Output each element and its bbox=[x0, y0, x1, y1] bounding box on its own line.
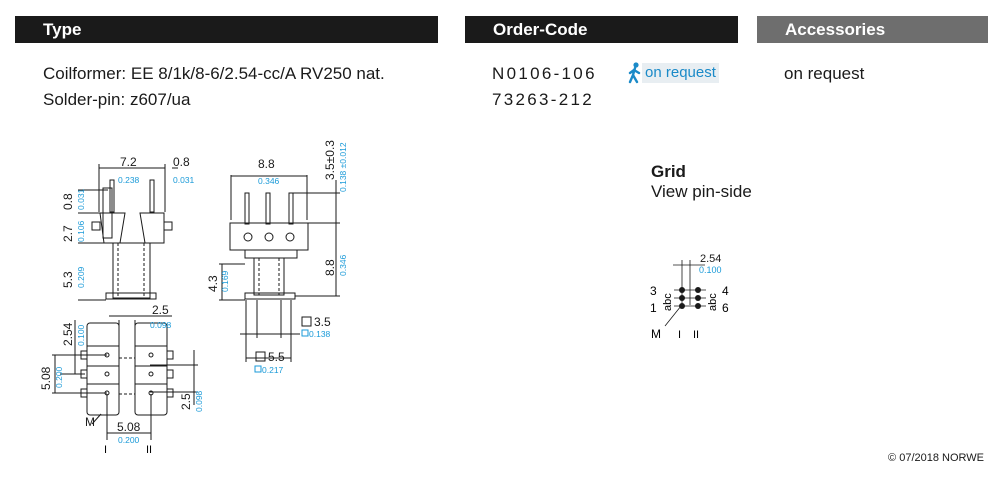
dim-pin-len: 3.5±0.3 bbox=[323, 140, 337, 180]
dim-pin-offset-in: 0.031 bbox=[173, 175, 195, 185]
marker-m: M bbox=[85, 415, 95, 429]
dim-body-in: 0.209 bbox=[76, 266, 86, 288]
dim-pitch: 2.54 bbox=[61, 322, 75, 346]
dim-flange: 2.7 bbox=[61, 225, 75, 242]
pin-grid-diagram: 2.54 0.100 3 1 abc abc 4 6 M I II bbox=[650, 253, 729, 341]
side-view bbox=[219, 175, 340, 362]
availability-badge[interactable]: on request bbox=[628, 62, 719, 84]
dim-side-width: 8.8 bbox=[258, 157, 275, 171]
walking-person-icon bbox=[628, 62, 641, 84]
pin-1-label: 1 bbox=[650, 301, 657, 315]
dim-flange-in: 0.106 bbox=[76, 220, 86, 242]
pin-6-label: 6 bbox=[722, 301, 729, 315]
solder-pin-value: z607/ua bbox=[129, 90, 191, 109]
dim-outer-square: 5.5 bbox=[268, 350, 285, 364]
dim-span-in: 0.200 bbox=[54, 366, 64, 388]
pin-dot bbox=[695, 295, 701, 301]
square-symbol-icon bbox=[301, 329, 309, 337]
pin-dot bbox=[679, 295, 685, 301]
col-label-1: I bbox=[104, 444, 107, 456]
accessories-header: Accessories bbox=[757, 16, 988, 43]
grid-title: Grid bbox=[651, 162, 686, 181]
square-symbol-icon bbox=[301, 316, 312, 327]
pin-dot bbox=[679, 303, 685, 309]
coilformer-row: Coilformer: EE 8/1k/8-6/2.54-cc/A RV250 … bbox=[43, 63, 385, 85]
copyright: © 07/2018 NORWE bbox=[888, 452, 984, 464]
order-code-header: Order-Code bbox=[465, 16, 738, 43]
dim-pin-len-in: 0.138 ±0.012 bbox=[338, 142, 348, 192]
dim-height-in: 0.346 bbox=[338, 254, 348, 276]
dim-col-gap: 5.08 bbox=[117, 420, 141, 434]
row-letters-left: abc bbox=[662, 293, 674, 311]
grid-marker-m: M bbox=[651, 327, 661, 341]
technical-drawing: 7.2 0.238 0.8 0.031 0.8 0.031 2.7 0.106 … bbox=[39, 140, 348, 456]
dim-front-width-in: 0.238 bbox=[118, 175, 140, 185]
type-header: Type bbox=[15, 16, 438, 43]
grid-subtitle: View pin-side bbox=[651, 182, 752, 201]
square-symbol-icon bbox=[254, 365, 262, 373]
dim-front-width: 7.2 bbox=[120, 155, 137, 169]
order-code-2[interactable]: 73263-212 bbox=[492, 90, 594, 109]
grid-col-2: II bbox=[693, 329, 699, 341]
solder-pin-label: Solder-pin: bbox=[43, 90, 126, 109]
dim-inner-square: 3.5 bbox=[314, 315, 331, 329]
dim-inner-square-in: 0.138 bbox=[309, 329, 331, 339]
coilformer-value: EE 8/1k/8-6/2.54-cc/A RV250 nat. bbox=[130, 64, 385, 83]
dim-span: 5.08 bbox=[39, 366, 53, 390]
dim-row-gap: 2.5 bbox=[152, 303, 169, 317]
pin-dot bbox=[695, 303, 701, 309]
dim-side: 2.5 bbox=[179, 393, 193, 410]
dim-side-width-in: 0.346 bbox=[258, 176, 280, 186]
coilformer-label: Coilformer: bbox=[43, 64, 127, 83]
front-view bbox=[78, 164, 178, 301]
pin-4-label: 4 bbox=[722, 284, 729, 298]
row-letters-right: abc bbox=[707, 293, 719, 311]
dim-pin-top-in: 0.031 bbox=[76, 188, 86, 210]
pin-3-label: 3 bbox=[650, 284, 657, 298]
square-symbol-icon bbox=[255, 351, 266, 362]
grid-pitch: 2.54 bbox=[700, 253, 721, 265]
grid-col-1: I bbox=[678, 329, 681, 341]
dim-side-in: 0.098 bbox=[194, 390, 204, 412]
order-code-1[interactable]: N0106-106 bbox=[492, 64, 597, 83]
grid-pitch-in: 0.100 bbox=[699, 265, 722, 275]
solder-pin-row: Solder-pin: z607/ua bbox=[43, 89, 190, 111]
pin-dot bbox=[695, 287, 701, 293]
accessories-value: on request bbox=[784, 64, 865, 83]
dim-height: 8.8 bbox=[323, 259, 337, 276]
dim-pin-offset: 0.8 bbox=[173, 155, 190, 169]
dim-core-height: 4.3 bbox=[206, 275, 220, 292]
dim-row-gap-in: 0.098 bbox=[150, 320, 172, 330]
dim-col-gap-in: 0.200 bbox=[118, 435, 140, 445]
pin-dot bbox=[679, 287, 685, 293]
dim-body: 5.3 bbox=[61, 271, 75, 288]
col-label-2: II bbox=[146, 444, 152, 456]
top-view bbox=[52, 315, 198, 440]
dim-outer-square-in: 0.217 bbox=[262, 365, 284, 375]
dim-core-height-in: 0.169 bbox=[220, 270, 230, 292]
dim-pitch-in: 0.100 bbox=[76, 324, 86, 346]
dim-pin-top: 0.8 bbox=[61, 193, 75, 210]
availability-label: on request bbox=[642, 63, 719, 83]
